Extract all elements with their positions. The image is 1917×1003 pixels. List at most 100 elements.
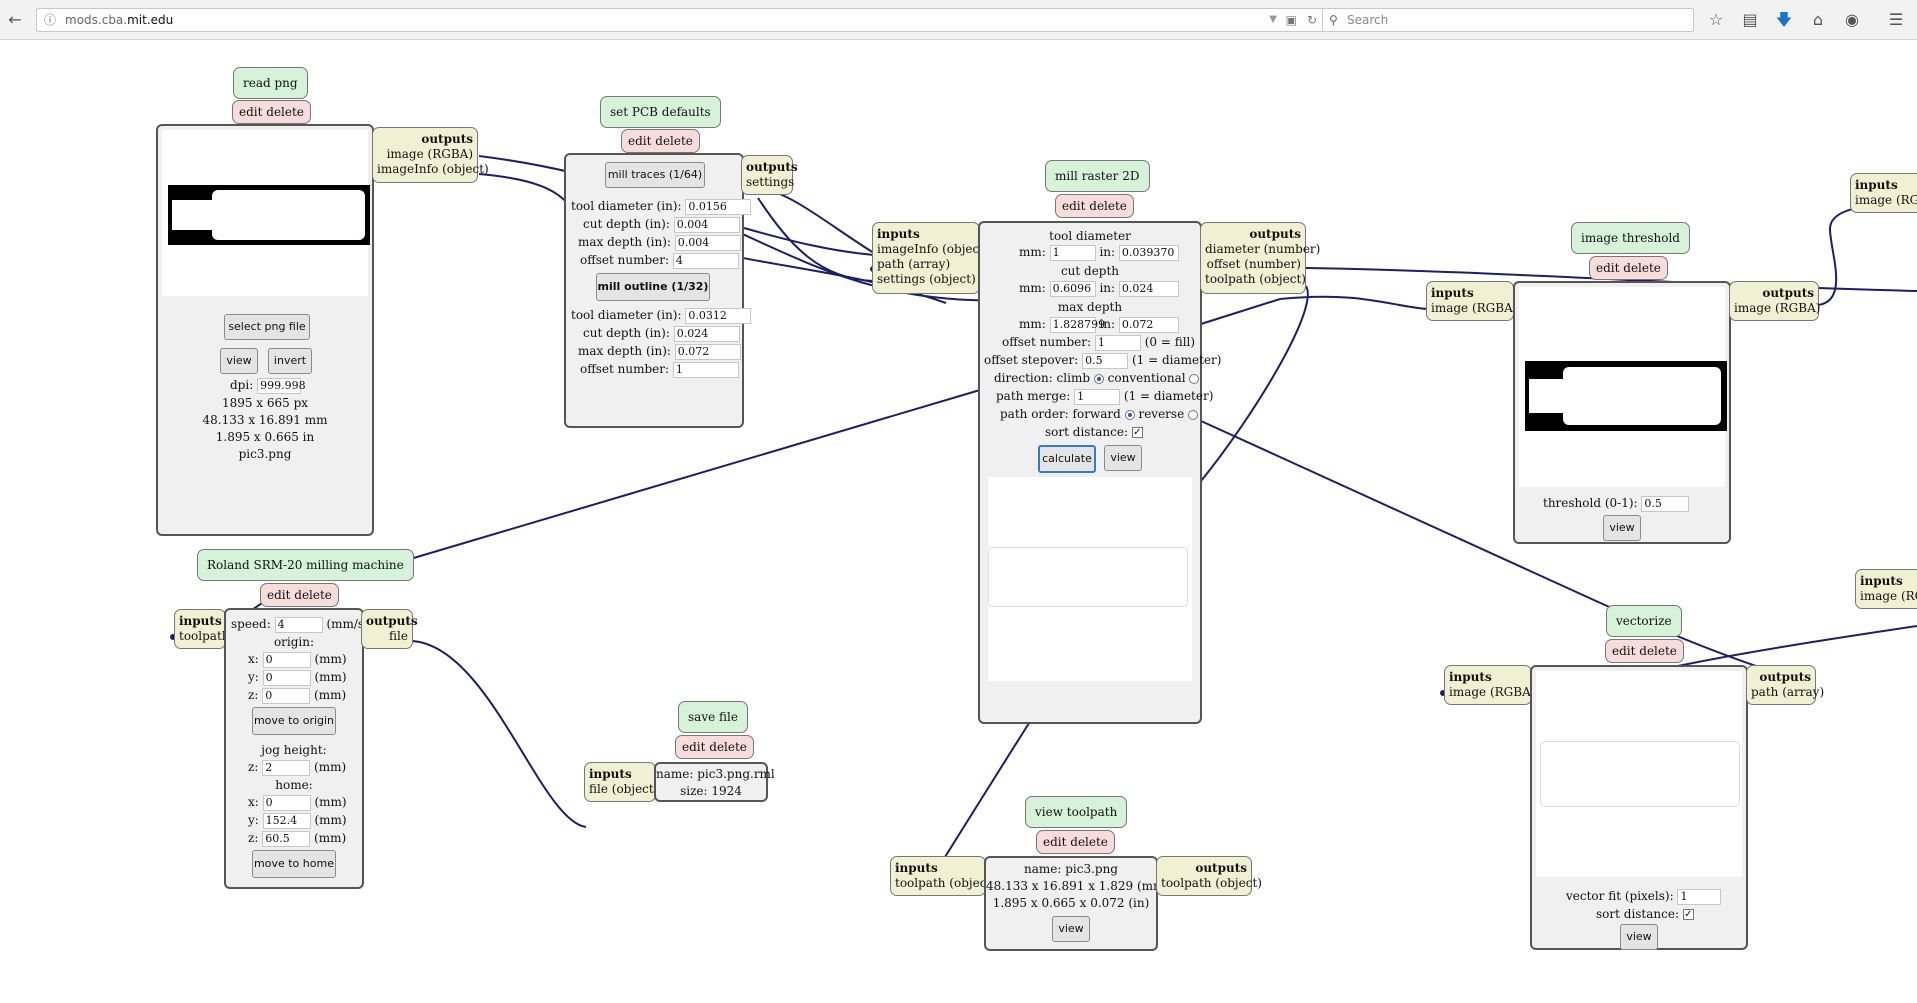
roland-origin-y-input[interactable]: 0	[262, 669, 311, 686]
menu-icon[interactable]: ☰	[1888, 10, 1904, 29]
image-threshold-title[interactable]: image threshold	[1571, 222, 1690, 254]
mill-cd-mm-input[interactable]: 0.6096	[1049, 280, 1096, 297]
threshold-out-image[interactable]: image (RGBA)	[1734, 301, 1821, 315]
vectorize-fit-input[interactable]: 1	[1677, 888, 1722, 905]
roland-jog-z-input[interactable]: 2	[262, 759, 311, 776]
traces-tool-diameter-input[interactable]: 0.0156	[685, 198, 752, 215]
vtool-out-toolpath[interactable]: toolpath (object)	[1161, 876, 1262, 890]
back-icon[interactable]: ←	[8, 10, 22, 29]
read-png-out-image[interactable]: image (RGBA)	[386, 147, 473, 161]
threshold-view-button[interactable]: view	[1603, 515, 1641, 541]
save-file-title[interactable]: save file	[678, 701, 748, 733]
vtool-in-toolpath[interactable]: toolpath (object)	[895, 876, 996, 890]
dpi-input[interactable]: 999.998	[257, 377, 306, 394]
vectorize-title[interactable]: vectorize	[1606, 605, 1682, 637]
read-png-view-button[interactable]: view	[220, 348, 258, 374]
roland-speed-input[interactable]: 4	[274, 616, 323, 633]
conventional-radio[interactable]	[1189, 373, 1200, 384]
roland-origin-z-input[interactable]: 0	[262, 687, 311, 704]
read-png-edit-delete[interactable]: edit delete	[232, 100, 311, 124]
pocket-icon[interactable]: ◉	[1845, 10, 1859, 29]
mill-raster-edit-delete[interactable]: edit delete	[1055, 194, 1134, 218]
reload-icon[interactable]: ↻	[1306, 13, 1317, 27]
mill-out-offset[interactable]: offset (number)	[1206, 257, 1301, 271]
roland-home-label: home:	[275, 778, 313, 792]
mill-md-mm-input[interactable]: 1.828799	[1049, 316, 1105, 333]
threshold-input[interactable]: 0.5	[1641, 495, 1690, 512]
mill-md-in-input[interactable]: 0.072	[1118, 316, 1179, 333]
read-png-out-imageinfo[interactable]: imageInfo (object)	[377, 162, 489, 176]
mill-raster-title[interactable]: mill raster 2D	[1045, 160, 1150, 192]
roland-home-x-input[interactable]: 0	[262, 794, 311, 811]
roland-home-y-input[interactable]: 152.4	[262, 812, 311, 829]
vectorize-view-button[interactable]: view	[1620, 924, 1658, 950]
right-2-in-image[interactable]: image (RG	[1860, 589, 1917, 603]
reverse-radio[interactable]	[1188, 409, 1198, 420]
mill-view-button[interactable]: view	[1104, 445, 1142, 471]
image-threshold-edit-delete[interactable]: edit delete	[1589, 256, 1668, 280]
traces-max-depth-input[interactable]: 0.004	[674, 234, 741, 251]
traces-offset-number-input[interactable]: 4	[672, 252, 739, 269]
vtool-view-button[interactable]: view	[1052, 916, 1090, 942]
roland-home-z-input[interactable]: 60.5	[262, 830, 311, 847]
bookmark-star-icon[interactable]: ☆	[1708, 10, 1724, 29]
outline-offset-number-input[interactable]: 1	[672, 361, 739, 378]
mill-td-in-input[interactable]: 0.039370	[1118, 244, 1179, 261]
save-file-inputs: inputs file (object)	[584, 762, 659, 802]
outline-cut-depth-input[interactable]: 0.024	[673, 325, 740, 342]
mill-out-toolpath[interactable]: toolpath (object)	[1205, 272, 1306, 286]
library-icon[interactable]: ▤	[1742, 10, 1758, 29]
pcb-defaults-title[interactable]: set PCB defaults	[600, 96, 721, 128]
mill-traces-button[interactable]: mill traces (1/64)	[605, 162, 705, 188]
save-file-edit-delete[interactable]: edit delete	[675, 735, 754, 759]
mods-canvas[interactable]: read png edit delete select png file vie…	[0, 41, 1917, 1003]
move-to-origin-button[interactable]: move to origin	[252, 707, 336, 735]
select-png-file-button[interactable]: select png file	[224, 314, 310, 340]
read-png-title[interactable]: read png	[233, 67, 308, 99]
pcb-out-settings[interactable]: settings	[746, 175, 795, 189]
site-info-icon[interactable]: ⓘ	[44, 13, 57, 27]
vectorize-edit-delete[interactable]: edit delete	[1605, 639, 1684, 663]
search-input[interactable]: ⚲ Search	[1322, 8, 1694, 32]
roland-title[interactable]: Roland SRM-20 milling machine	[197, 549, 414, 581]
dropdown-arrow-icon[interactable]: ▼	[1269, 14, 1277, 25]
vectorize-out-path[interactable]: path (array)	[1751, 685, 1825, 699]
save-in-file[interactable]: file (object)	[589, 782, 659, 796]
mill-stepover-input[interactable]: 0.5	[1082, 352, 1129, 369]
pcb-defaults-edit-delete[interactable]: edit delete	[621, 129, 700, 153]
read-png-filename: pic3.png	[238, 447, 292, 461]
traces-cut-depth-input[interactable]: 0.004	[673, 216, 740, 233]
vectorize-in-image[interactable]: image (RGBA)	[1449, 685, 1536, 699]
mill-offset-number-input[interactable]: 1	[1094, 334, 1141, 351]
mill-cd-in-input[interactable]: 0.024	[1118, 280, 1179, 297]
read-png-dpi-row: dpi: 999.998	[230, 377, 306, 394]
url-bar[interactable]: ⓘ mods.cba.mit.edu ▼ ▣ ↻	[36, 8, 1326, 32]
right-1-in-image[interactable]: image (RGBA)	[1855, 193, 1917, 207]
download-icon[interactable]: 🡇	[1775, 10, 1793, 29]
roland-out-file[interactable]: file	[389, 629, 408, 643]
mill-in-path[interactable]: path (array)	[877, 257, 951, 271]
mill-td-mm-input[interactable]: 1	[1049, 244, 1096, 261]
mill-in-imageinfo[interactable]: imageInfo (object)	[877, 242, 989, 256]
mill-merge-input[interactable]: 1	[1074, 388, 1121, 405]
roland-in-toolpath[interactable]: toolpath	[179, 629, 230, 643]
forward-radio[interactable]	[1124, 409, 1135, 420]
mill-in-settings[interactable]: settings (object)	[877, 272, 976, 286]
vectorize-sort-checkbox[interactable]: ✓	[1682, 909, 1694, 920]
threshold-in-image[interactable]: image (RGBA)	[1431, 301, 1518, 315]
mill-sort-checkbox[interactable]: ✓	[1131, 427, 1143, 438]
read-png-invert-button[interactable]: invert	[268, 348, 312, 374]
roland-edit-delete[interactable]: edit delete	[260, 583, 339, 607]
move-to-home-button[interactable]: move to home	[252, 850, 336, 878]
calculate-button[interactable]: calculate	[1038, 445, 1096, 473]
view-toolpath-edit-delete[interactable]: edit delete	[1036, 830, 1115, 854]
mill-out-diameter[interactable]: diameter (number)	[1205, 242, 1321, 256]
reader-icon[interactable]: ▣	[1285, 13, 1297, 27]
mill-outline-button[interactable]: mill outline (1/32)	[596, 273, 710, 301]
outline-max-depth-input[interactable]: 0.072	[674, 343, 741, 360]
roland-origin-x-input[interactable]: 0	[262, 651, 311, 668]
outline-tool-diameter-input[interactable]: 0.0312	[685, 307, 752, 324]
view-toolpath-title[interactable]: view toolpath	[1025, 796, 1128, 828]
climb-radio[interactable]	[1093, 373, 1104, 384]
home-icon[interactable]: ⌂	[1812, 10, 1824, 29]
